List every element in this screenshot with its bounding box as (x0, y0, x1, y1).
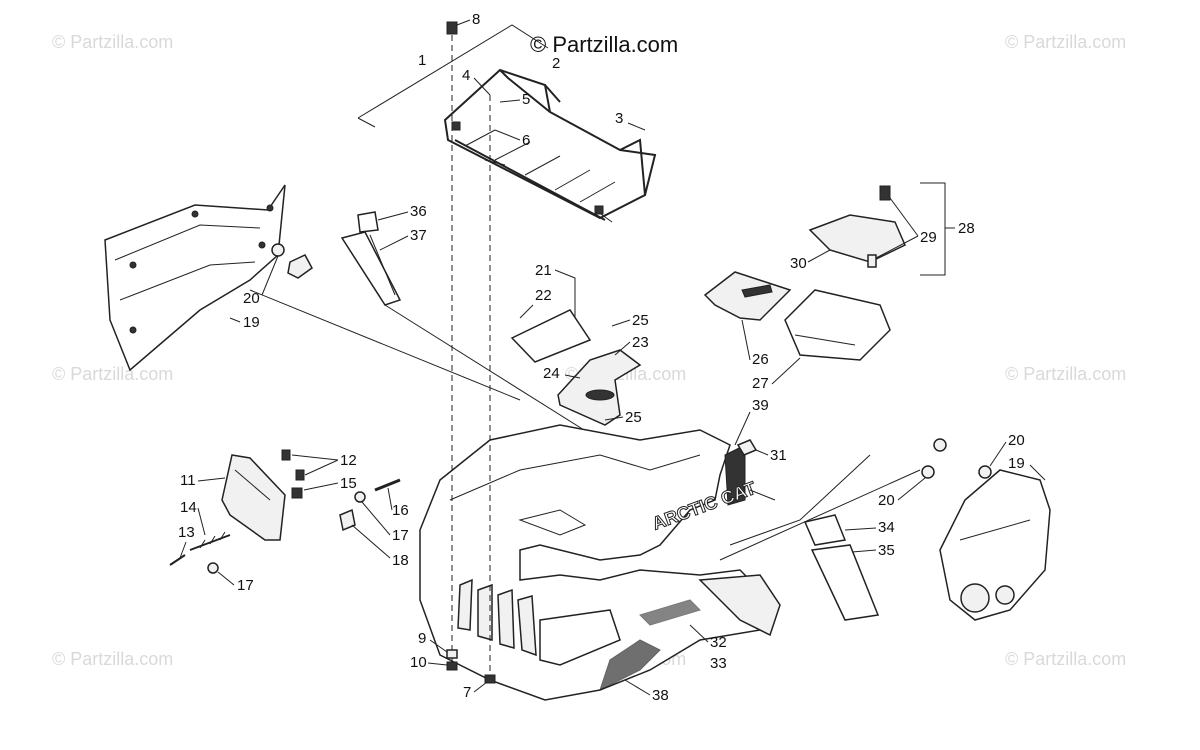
right-side-panel (939, 469, 1051, 621)
callout-6: 6 (522, 132, 530, 149)
callout-8: 8 (472, 11, 480, 28)
callout-19-right: 19 (1008, 455, 1025, 472)
storage-cover (703, 271, 792, 321)
callout-23: 23 (632, 334, 649, 351)
bolt-head (446, 21, 458, 35)
callout-26: 26 (752, 351, 769, 368)
callout-16: 16 (392, 502, 409, 519)
watermark: © Partzilla.com (1005, 649, 1126, 669)
left-side-panel (104, 184, 286, 372)
callout-14: 14 (180, 499, 197, 516)
callout-18: 18 (392, 552, 409, 569)
watermark: © Partzilla.com (52, 32, 173, 52)
washer (446, 649, 458, 659)
callout-22: 22 (535, 287, 552, 304)
callout-34: 34 (878, 519, 895, 536)
fastener-nut (287, 254, 313, 279)
grommet (978, 465, 992, 479)
callout-29: 29 (920, 229, 937, 246)
callout-35: 35 (878, 542, 895, 559)
storage-lid (808, 185, 906, 268)
decal-small (803, 514, 847, 546)
screw (281, 449, 291, 461)
callout-20-right: 20 (1008, 432, 1025, 449)
callout-24: 24 (543, 365, 560, 382)
washer (354, 491, 366, 503)
grommet (271, 243, 285, 257)
adjuster-spring (169, 531, 231, 566)
callout-37: 37 (410, 227, 427, 244)
callout-33: 33 (710, 655, 727, 672)
callout-9: 9 (418, 630, 426, 647)
callout-30: 30 (790, 255, 807, 272)
callout-11: 11 (180, 472, 196, 489)
callout-5: 5 (522, 91, 530, 108)
callout-15: 15 (340, 475, 357, 492)
copyright-label: © Partzilla.com (530, 32, 678, 57)
grommet (933, 438, 947, 452)
front-rack (443, 68, 657, 223)
grommet (921, 465, 935, 479)
callout-20-mid: 20 (878, 492, 895, 509)
storage-latch (557, 349, 642, 426)
group-bracket (357, 24, 549, 128)
callout-25-lower: 25 (625, 409, 642, 426)
watermark: © Partzilla.com (1005, 32, 1126, 52)
callout-17: 17 (392, 527, 409, 544)
callout-38: 38 (652, 687, 669, 704)
decal-large (340, 231, 402, 306)
bushing (339, 508, 356, 532)
callout-1: 1 (418, 52, 426, 69)
callout-4: 4 (462, 67, 470, 84)
decal-large (810, 544, 880, 621)
callout-39: 39 (752, 397, 769, 414)
callout-25: 25 (632, 312, 649, 329)
callout-32: 32 (710, 634, 727, 651)
watermark: © Partzilla.com (1005, 364, 1126, 384)
callout-13: 13 (178, 524, 195, 541)
callout-7: 7 (463, 684, 471, 701)
screw (295, 469, 305, 481)
group-bracket (920, 182, 946, 276)
callout-19: 19 (243, 314, 260, 331)
nut (446, 661, 458, 671)
callout-31: 31 (770, 447, 787, 464)
bolt (374, 478, 401, 492)
callout-layer: 1 2 3 4 5 6 7 8 9 10 11 12 13 (178, 11, 1046, 704)
callout-10: 10 (410, 654, 427, 671)
decal-small (357, 211, 379, 233)
callout-2: 2 (552, 55, 560, 72)
nut (484, 674, 496, 684)
callout-28: 28 (958, 220, 975, 237)
watermark: © Partzilla.com (52, 364, 173, 384)
callout-17-lower: 17 (237, 577, 254, 594)
washer (207, 562, 219, 574)
storage-tray (784, 289, 891, 361)
callout-36: 36 (410, 203, 427, 220)
access-plate (510, 309, 592, 363)
headlight-assembly (221, 454, 286, 541)
callout-21: 21 (535, 262, 552, 279)
callout-20: 20 (243, 290, 260, 307)
watermark: © Partzilla.com (52, 649, 173, 669)
callout-3: 3 (615, 110, 623, 127)
callout-27: 27 (752, 375, 769, 392)
nut (291, 487, 303, 499)
callout-12: 12 (340, 452, 357, 469)
